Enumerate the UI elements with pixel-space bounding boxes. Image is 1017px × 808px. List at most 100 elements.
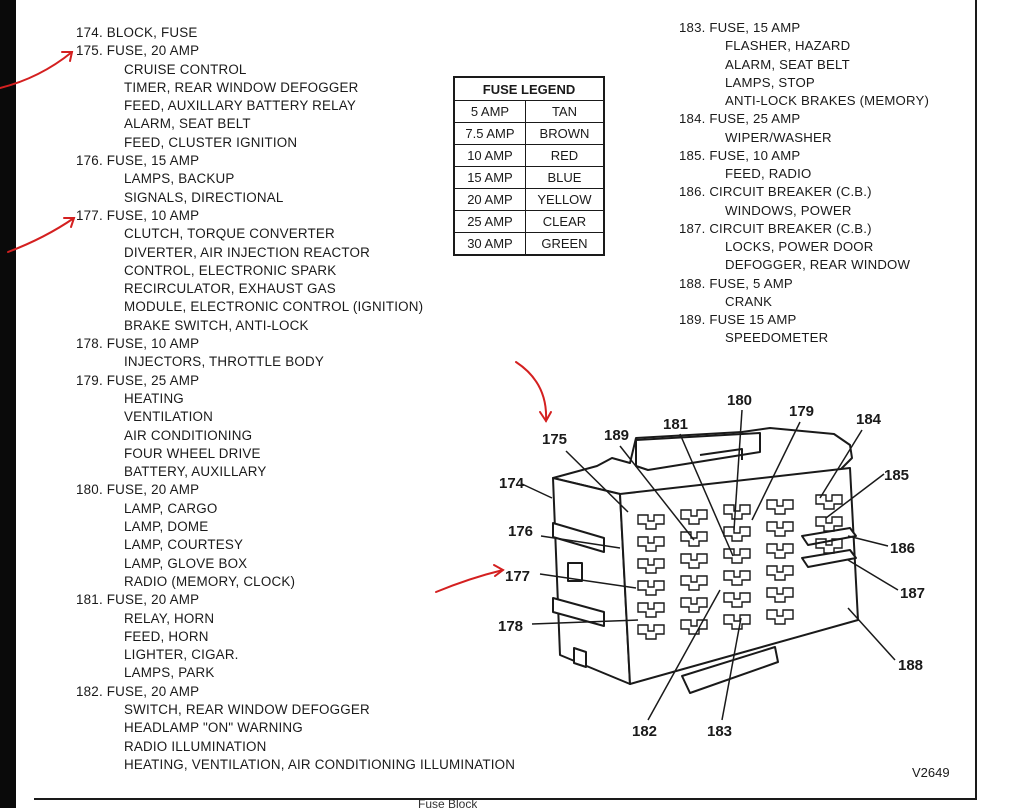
fuse-circuit-item: FEED, HORN xyxy=(124,628,209,644)
fuse-circuit-item: AIR CONDITIONING xyxy=(124,427,253,443)
fuse-circuit-item: ALARM, SEAT BELT xyxy=(124,116,251,132)
fuse-entry-heading: 187. CIRCUIT BREAKER (C.B.) xyxy=(679,220,872,236)
callout-label-181: 181 xyxy=(663,416,688,433)
fuse-socket xyxy=(815,538,843,554)
fuse-block-top-ridge xyxy=(635,432,761,471)
callout-label-189: 189 xyxy=(604,427,629,444)
fuse-circuit-item: MODULE, ELECTRONIC CONTROL (IGNITION) xyxy=(124,299,424,315)
figure-code: V2649 xyxy=(912,765,950,780)
leader-line-180 xyxy=(733,409,743,531)
callout-label-178: 178 xyxy=(498,618,523,635)
callout-label-182: 182 xyxy=(632,723,657,740)
fuse-circuit-item: CRUISE CONTROL xyxy=(124,61,247,77)
fuse-circuit-item: CONTROL, ELECTRONIC SPARK xyxy=(124,262,337,278)
callout-label-185: 185 xyxy=(884,467,909,484)
fuse-socket xyxy=(815,494,843,510)
fuse-entry-heading: 179. FUSE, 25 AMP xyxy=(76,372,200,388)
annotation-arrow-177-diagram xyxy=(435,569,504,593)
fuse-entry-heading: 180. FUSE, 20 AMP xyxy=(76,482,200,498)
fuse-socket xyxy=(766,609,794,625)
fuse-entry: 188. FUSE, 5 AMP CRANK xyxy=(679,275,929,312)
annotation-arrowhead-177-diagram xyxy=(493,564,505,577)
legend-amperage: 30 AMP xyxy=(453,232,526,256)
fuse-socket xyxy=(637,514,665,530)
side-tab-lower xyxy=(552,597,605,627)
callout-label-187: 187 xyxy=(900,585,925,602)
fuse-entry: 189. FUSE 15 AMP SPEEDOMETER xyxy=(679,311,929,348)
fuse-circuit-item: LAMP, GLOVE BOX xyxy=(124,555,248,571)
fuse-socket xyxy=(766,499,794,515)
fuse-circuit-item: INJECTORS, THROTTLE BODY xyxy=(124,354,324,370)
fuse-entry: 174. BLOCK, FUSE xyxy=(76,24,515,42)
fuse-circuit-item: CRANK xyxy=(725,293,773,309)
fuse-socket xyxy=(723,548,751,564)
fuse-entry: 187. CIRCUIT BREAKER (C.B.) LOCKS, POWER … xyxy=(679,220,929,275)
fuse-socket xyxy=(680,509,708,525)
fuse-entry-heading: 177. FUSE, 10 AMP xyxy=(76,207,200,223)
callout-label-175: 175 xyxy=(542,431,567,448)
fuse-entry-heading: 183. FUSE, 15 AMP xyxy=(679,20,801,35)
fuse-socket xyxy=(766,543,794,559)
fuse-socket xyxy=(637,536,665,552)
fuse-circuit-item: RADIO ILLUMINATION xyxy=(124,738,267,754)
leader-line-188 xyxy=(847,607,896,661)
fuse-entry-heading: 186. CIRCUIT BREAKER (C.B.) xyxy=(679,184,872,200)
fuse-circuit-item: RADIO (MEMORY, CLOCK) xyxy=(124,573,296,589)
fuse-entry: 186. CIRCUIT BREAKER (C.B.) WINDOWS, POWE… xyxy=(679,183,929,220)
annotation-arrow-175-list xyxy=(0,51,73,89)
fuse-circuit-item: BRAKE SWITCH, ANTI-LOCK xyxy=(124,317,309,333)
leader-line-185 xyxy=(825,473,885,519)
fuse-circuit-item: HEATING, VENTILATION, AIR CONDITIONING I… xyxy=(124,756,516,772)
callout-label-176: 176 xyxy=(508,523,533,540)
fuse-circuit-item: DIVERTER, AIR INJECTION REACTOR xyxy=(124,244,371,260)
fuse-socket xyxy=(680,575,708,591)
leader-line-178 xyxy=(531,619,639,625)
scan-edge-shadow xyxy=(0,0,16,808)
fuse-circuit-item: LOCKS, POWER DOOR xyxy=(725,239,874,254)
legend-color: CLEAR xyxy=(524,210,605,233)
side-slot xyxy=(567,562,583,582)
fuse-circuit-item: SPEEDOMETER xyxy=(725,330,829,346)
fuse-socket xyxy=(680,597,708,613)
fuse-entry-heading: 184. FUSE, 25 AMP xyxy=(679,111,801,127)
fuse-circuit-item: SWITCH, REAR WINDOW DEFOGGER xyxy=(124,701,370,717)
legend-amperage: 7.5 AMP xyxy=(453,122,526,145)
fuse-socket xyxy=(723,570,751,586)
callout-label-184: 184 xyxy=(856,411,882,428)
fuse-entry: 178. FUSE, 10 AMP INJECTORS, THROTTLE BOD… xyxy=(76,335,515,372)
callout-label-183: 183 xyxy=(707,723,732,740)
fuse-socket xyxy=(723,614,751,630)
fuse-entry-heading: 182. FUSE, 20 AMP xyxy=(76,683,200,699)
legend-amperage: 25 AMP xyxy=(453,210,526,233)
fuse-entry: 184. FUSE, 25 AMP WIPER/WASHER xyxy=(679,110,929,147)
fuse-entry-heading: 188. FUSE, 5 AMP xyxy=(679,275,793,291)
fuse-socket xyxy=(766,521,794,537)
leader-line-181 xyxy=(679,433,734,557)
fuse-circuit-item: LAMP, COURTESY xyxy=(124,537,244,553)
fuse-circuit-item: HEATING xyxy=(124,390,184,406)
fuse-circuit-item: FLASHER, HAZARD xyxy=(725,38,851,54)
fuse-entry-heading: 189. FUSE 15 AMP xyxy=(679,312,797,327)
fuse-circuit-item: WINDOWS, POWER xyxy=(725,202,852,218)
callout-label-188: 188 xyxy=(898,657,923,674)
fuse-circuit-item: LAMP, CARGO xyxy=(124,500,218,516)
fuse-circuit-item: LAMP, DOME xyxy=(124,519,209,535)
leader-line-176 xyxy=(540,535,621,549)
fuse-circuit-item: WIPER/WASHER xyxy=(725,129,832,145)
fuse-circuit-item: FOUR WHEEL DRIVE xyxy=(124,445,261,461)
fuse-socket xyxy=(637,580,665,596)
fuse-entry-heading: 178. FUSE, 10 AMP xyxy=(76,336,200,352)
leader-line-183 xyxy=(721,617,742,721)
fuse-socket xyxy=(815,516,843,532)
fuse-circuit-item: LAMPS, BACKUP xyxy=(124,171,235,187)
fuse-circuit-item: HEADLAMP "ON" WARNING xyxy=(124,720,303,736)
fuse-entry-heading: 174. BLOCK, FUSE xyxy=(76,25,198,40)
